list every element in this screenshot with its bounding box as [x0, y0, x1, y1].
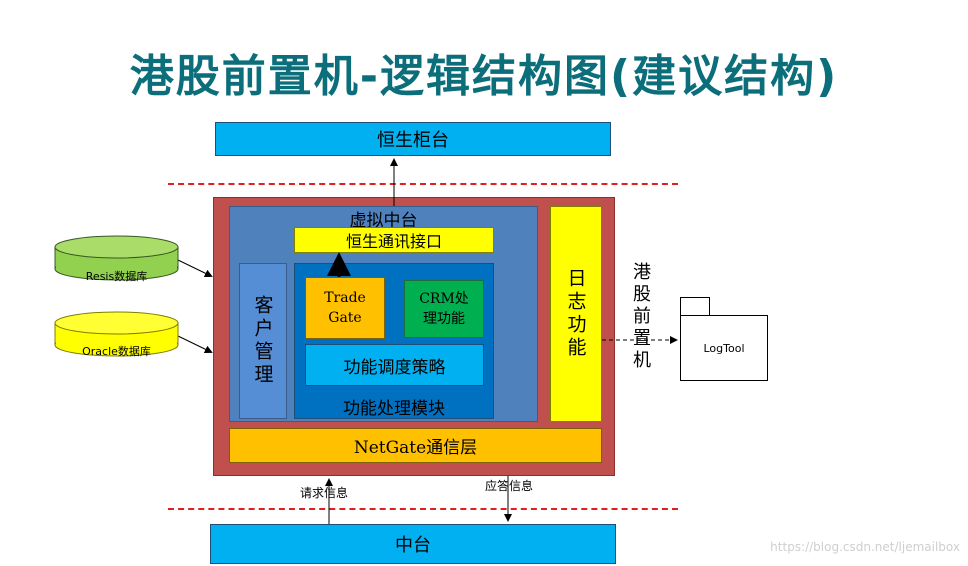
watermark: https://blog.csdn.net/ljemailbox — [770, 540, 960, 554]
page-title: 港股前置机-逻辑结构图(建议结构) — [129, 51, 839, 102]
hs-interface-box: 恒生通讯接口 — [294, 227, 494, 253]
resis-db-label: Resis数据库 — [85, 270, 148, 283]
middle-platform-box: 中台 — [210, 524, 616, 564]
netgate-box: NetGate通信层 — [229, 428, 602, 463]
dispatch-box: 功能调度策略 — [305, 344, 484, 386]
oracle-db-label: Oracle数据库 — [82, 345, 151, 358]
arrow-resis — [177, 259, 213, 277]
crm-box: CRM处理功能 — [404, 280, 484, 338]
arrow-oracle — [177, 335, 213, 353]
hk-front-label: 港股前置机 — [633, 262, 651, 371]
log-func-label: 日志功能 — [564, 268, 587, 360]
logtool-tab — [680, 297, 710, 317]
func-module-label: 功能处理模块 — [343, 399, 445, 419]
virtual-center-label: 虚拟中台 — [349, 211, 418, 231]
trade-gate-box: Trade Gate — [305, 277, 385, 339]
customer-mgmt-box: 客户管理 — [239, 263, 287, 419]
oracle-db-icon — [54, 311, 179, 357]
request-info-label: 请求信息 — [300, 486, 349, 500]
resis-db-icon — [54, 235, 179, 281]
logtool-box: LogTool — [680, 315, 768, 381]
customer-mgmt-label: 客户管理 — [251, 295, 274, 387]
response-info-label: 应答信息 — [485, 479, 534, 493]
log-func-box: 日志功能 — [550, 206, 602, 422]
boundary-line-top — [168, 183, 678, 185]
hs-counter-box: 恒生柜台 — [215, 122, 611, 156]
boundary-line-bottom — [168, 508, 678, 510]
